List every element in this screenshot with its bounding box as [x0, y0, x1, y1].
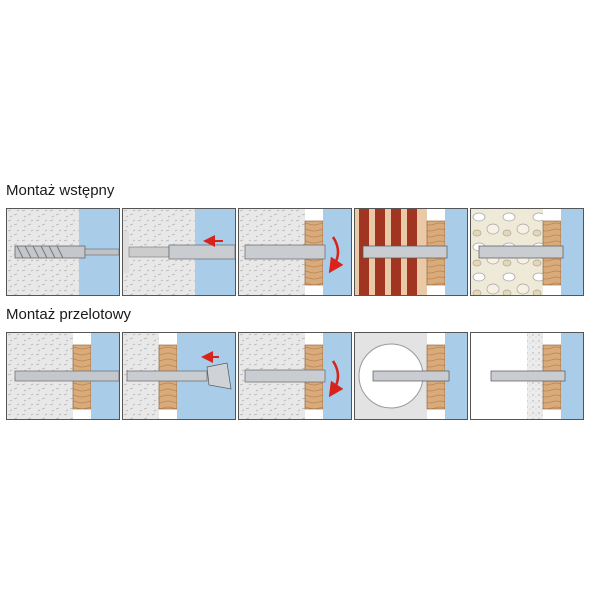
step-drill-through-wood	[6, 332, 120, 420]
step-drill-concrete	[6, 208, 120, 296]
step-hollow-wall	[354, 332, 468, 420]
step-brick-wall	[354, 208, 468, 296]
section-title-preinstall: Montaż wstępny	[6, 182, 115, 199]
section-title-push-through: Montaż przelotowy	[6, 306, 132, 323]
step-screw-in	[238, 208, 352, 296]
step-insert-anchor	[122, 208, 236, 296]
step-plaster-wall	[470, 332, 584, 420]
step-screw-in-2	[238, 332, 352, 420]
step-hammer-in	[122, 332, 236, 420]
step-stone-wall	[470, 208, 584, 296]
